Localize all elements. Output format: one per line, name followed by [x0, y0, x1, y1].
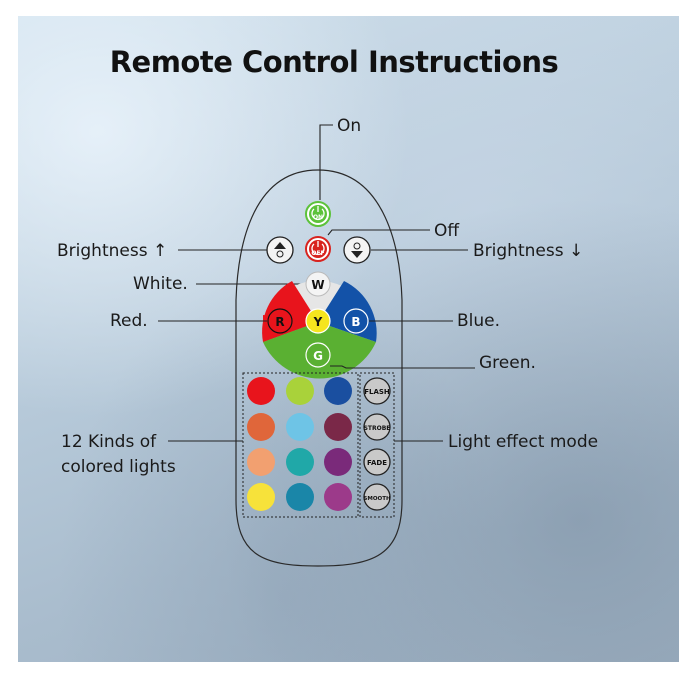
- red-button-text: R: [275, 315, 284, 329]
- smooth-button[interactable]: SMOOTH: [363, 483, 391, 511]
- label-effect-mode: Light effect mode: [448, 432, 598, 452]
- on-button[interactable]: ON: [305, 201, 331, 227]
- red-button[interactable]: R: [267, 308, 293, 334]
- white-segment[interactable]: [292, 280, 344, 322]
- color-swatch-button[interactable]: [247, 413, 275, 441]
- color-swatch-button[interactable]: [324, 377, 352, 405]
- blue-button[interactable]: B: [343, 308, 369, 334]
- sun-icon: [353, 242, 361, 250]
- white-button-text: W: [311, 278, 324, 292]
- page-title: Remote Control Instructions: [110, 45, 559, 79]
- fade-button[interactable]: FADE: [363, 448, 391, 476]
- yellow-button-text: Y: [313, 315, 323, 329]
- white-button[interactable]: W: [305, 271, 331, 297]
- on-button-text: ON: [313, 214, 323, 221]
- arrow-down-icon: [351, 251, 363, 258]
- label-brightness-down: Brightness ↓: [473, 241, 583, 261]
- smooth-button-text: SMOOTH: [363, 496, 391, 502]
- flash-button-text: FLASH: [364, 388, 390, 396]
- label-white: White.: [133, 274, 188, 294]
- label-red: Red.: [110, 311, 148, 331]
- brightness-down-button[interactable]: [343, 236, 371, 264]
- flash-button[interactable]: FLASH: [363, 377, 391, 405]
- color-swatch-button[interactable]: [247, 483, 275, 511]
- color-swatch-button[interactable]: [286, 413, 314, 441]
- leader-green: [330, 365, 475, 369]
- color-swatch-button[interactable]: [324, 413, 352, 441]
- color-swatch-button[interactable]: [247, 377, 275, 405]
- off-button-text: OFF: [311, 250, 324, 257]
- swatch-grid: [247, 377, 352, 511]
- label-green: Green.: [479, 353, 536, 373]
- remote-outline: [235, 169, 403, 567]
- label-on: On: [337, 116, 361, 136]
- sun-icon: [276, 250, 284, 258]
- leader-off: [327, 229, 430, 236]
- colors-box: [242, 372, 359, 518]
- label-colors-line2: colored lights: [61, 457, 176, 477]
- strobe-button[interactable]: STROBE: [363, 413, 391, 441]
- color-swatch-button[interactable]: [247, 448, 275, 476]
- arrow-up-icon: [274, 242, 286, 249]
- power-icon: [311, 208, 325, 221]
- leader-on: [319, 124, 333, 200]
- color-swatch-button[interactable]: [286, 377, 314, 405]
- green-button-text: G: [313, 349, 323, 363]
- yellow-button[interactable]: Y: [305, 308, 331, 334]
- brightness-up-button[interactable]: [266, 236, 294, 264]
- power-icon: [311, 243, 325, 256]
- label-off: Off: [434, 221, 460, 241]
- strobe-button-text: STROBE: [364, 425, 391, 432]
- label-blue: Blue.: [457, 311, 500, 331]
- color-swatch-button[interactable]: [324, 483, 352, 511]
- blue-button-text: B: [351, 315, 360, 329]
- label-colors-line1: 12 Kinds of: [61, 432, 157, 452]
- color-swatch-button[interactable]: [286, 483, 314, 511]
- label-brightness-up: Brightness ↑: [57, 241, 167, 261]
- effects-box: [359, 372, 395, 518]
- green-button[interactable]: G: [305, 342, 331, 368]
- fade-button-text: FADE: [367, 459, 387, 467]
- color-swatch-button[interactable]: [286, 448, 314, 476]
- off-button[interactable]: OFF: [305, 236, 331, 262]
- color-swatch-button[interactable]: [324, 448, 352, 476]
